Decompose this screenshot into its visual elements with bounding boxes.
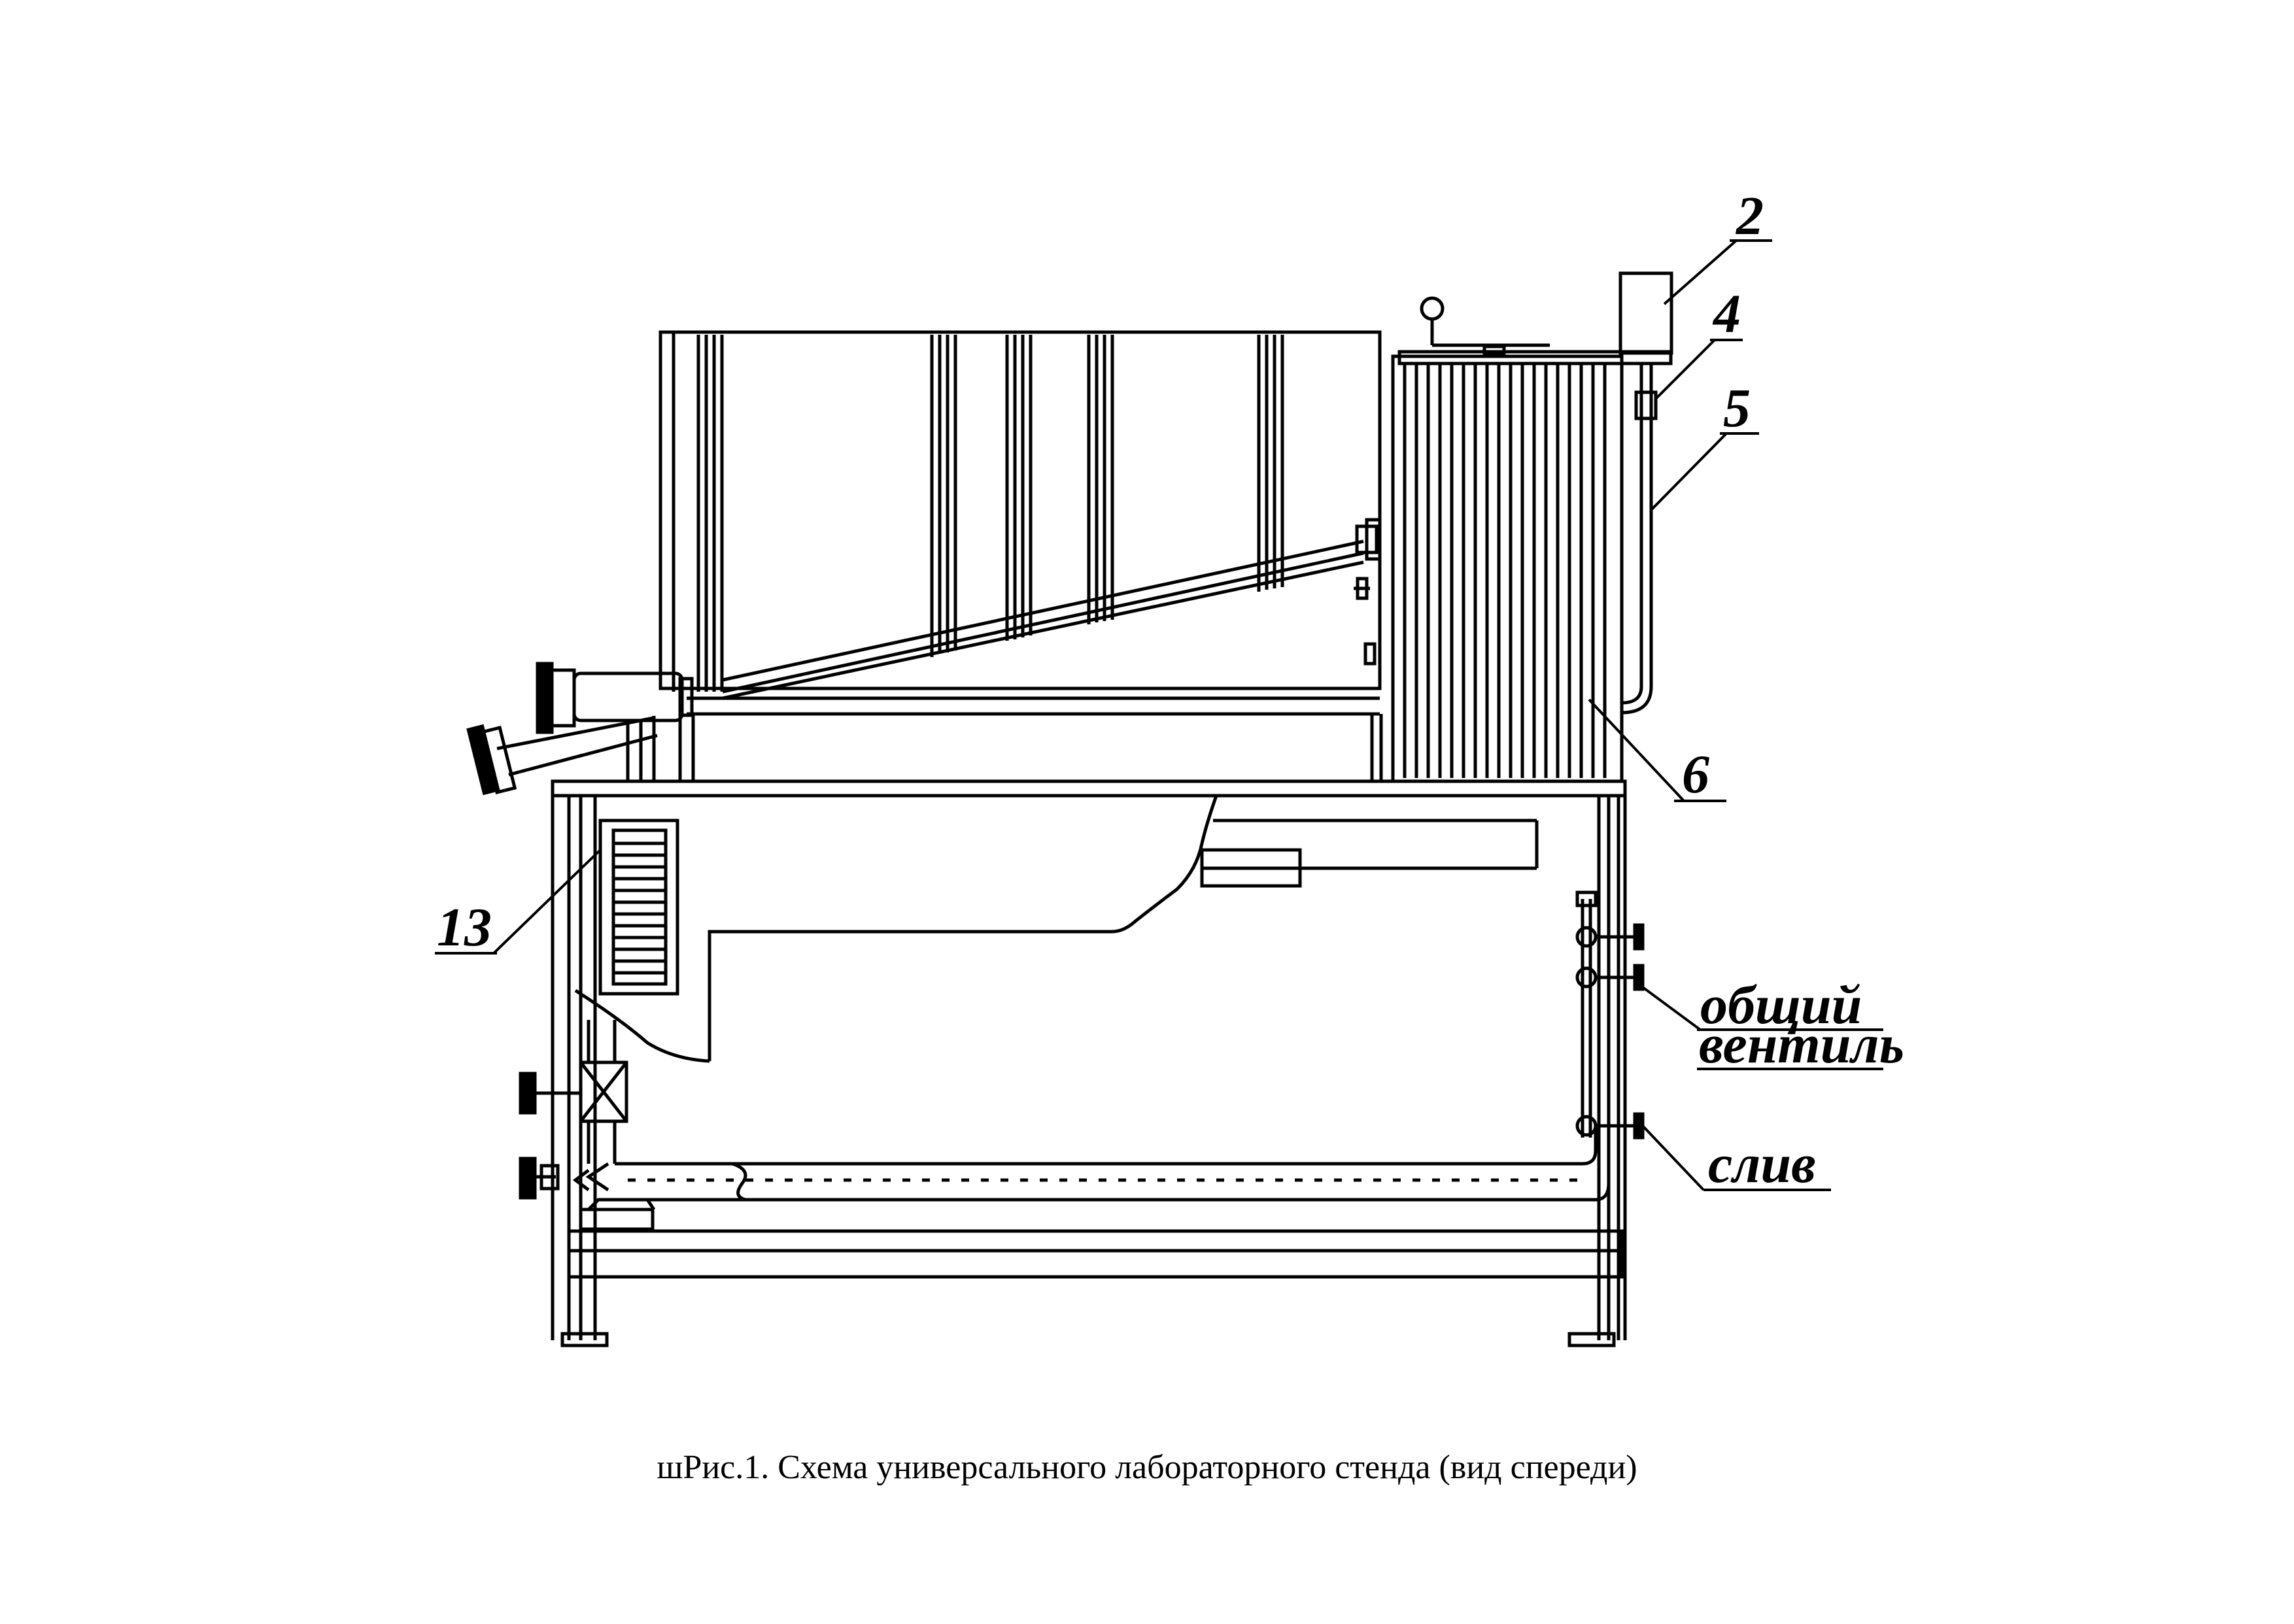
sloped-channel: [722, 518, 1382, 700]
label-5: 5: [1723, 378, 1751, 439]
leader-lines: [492, 239, 1738, 1191]
tray-baffles: [930, 335, 1284, 657]
right-valves: [1575, 890, 1645, 1140]
label-6: 6: [1682, 744, 1709, 805]
table-frame: [551, 779, 1627, 1347]
figure-caption: шРис.1. Схема универсального лабораторно…: [657, 1449, 1637, 1486]
upper-tray: [659, 330, 1383, 781]
bottom-pipe: [572, 1125, 1611, 1231]
lower-container: [574, 795, 1539, 1063]
label-2: 2: [1735, 186, 1764, 246]
label-underlines: [435, 239, 1883, 1191]
left-valve: [519, 1020, 628, 1200]
label-main-valve-line1: общий: [1700, 975, 1862, 1036]
component-13-heater: [598, 819, 679, 996]
label-4: 4: [1712, 284, 1741, 345]
tank: [1391, 271, 1673, 783]
inlet-nozzle: [466, 662, 694, 796]
label-13: 13: [437, 897, 492, 958]
label-main-valve-line2: вентиль: [1699, 1014, 1904, 1075]
label-drain: слив: [1708, 1134, 1816, 1194]
